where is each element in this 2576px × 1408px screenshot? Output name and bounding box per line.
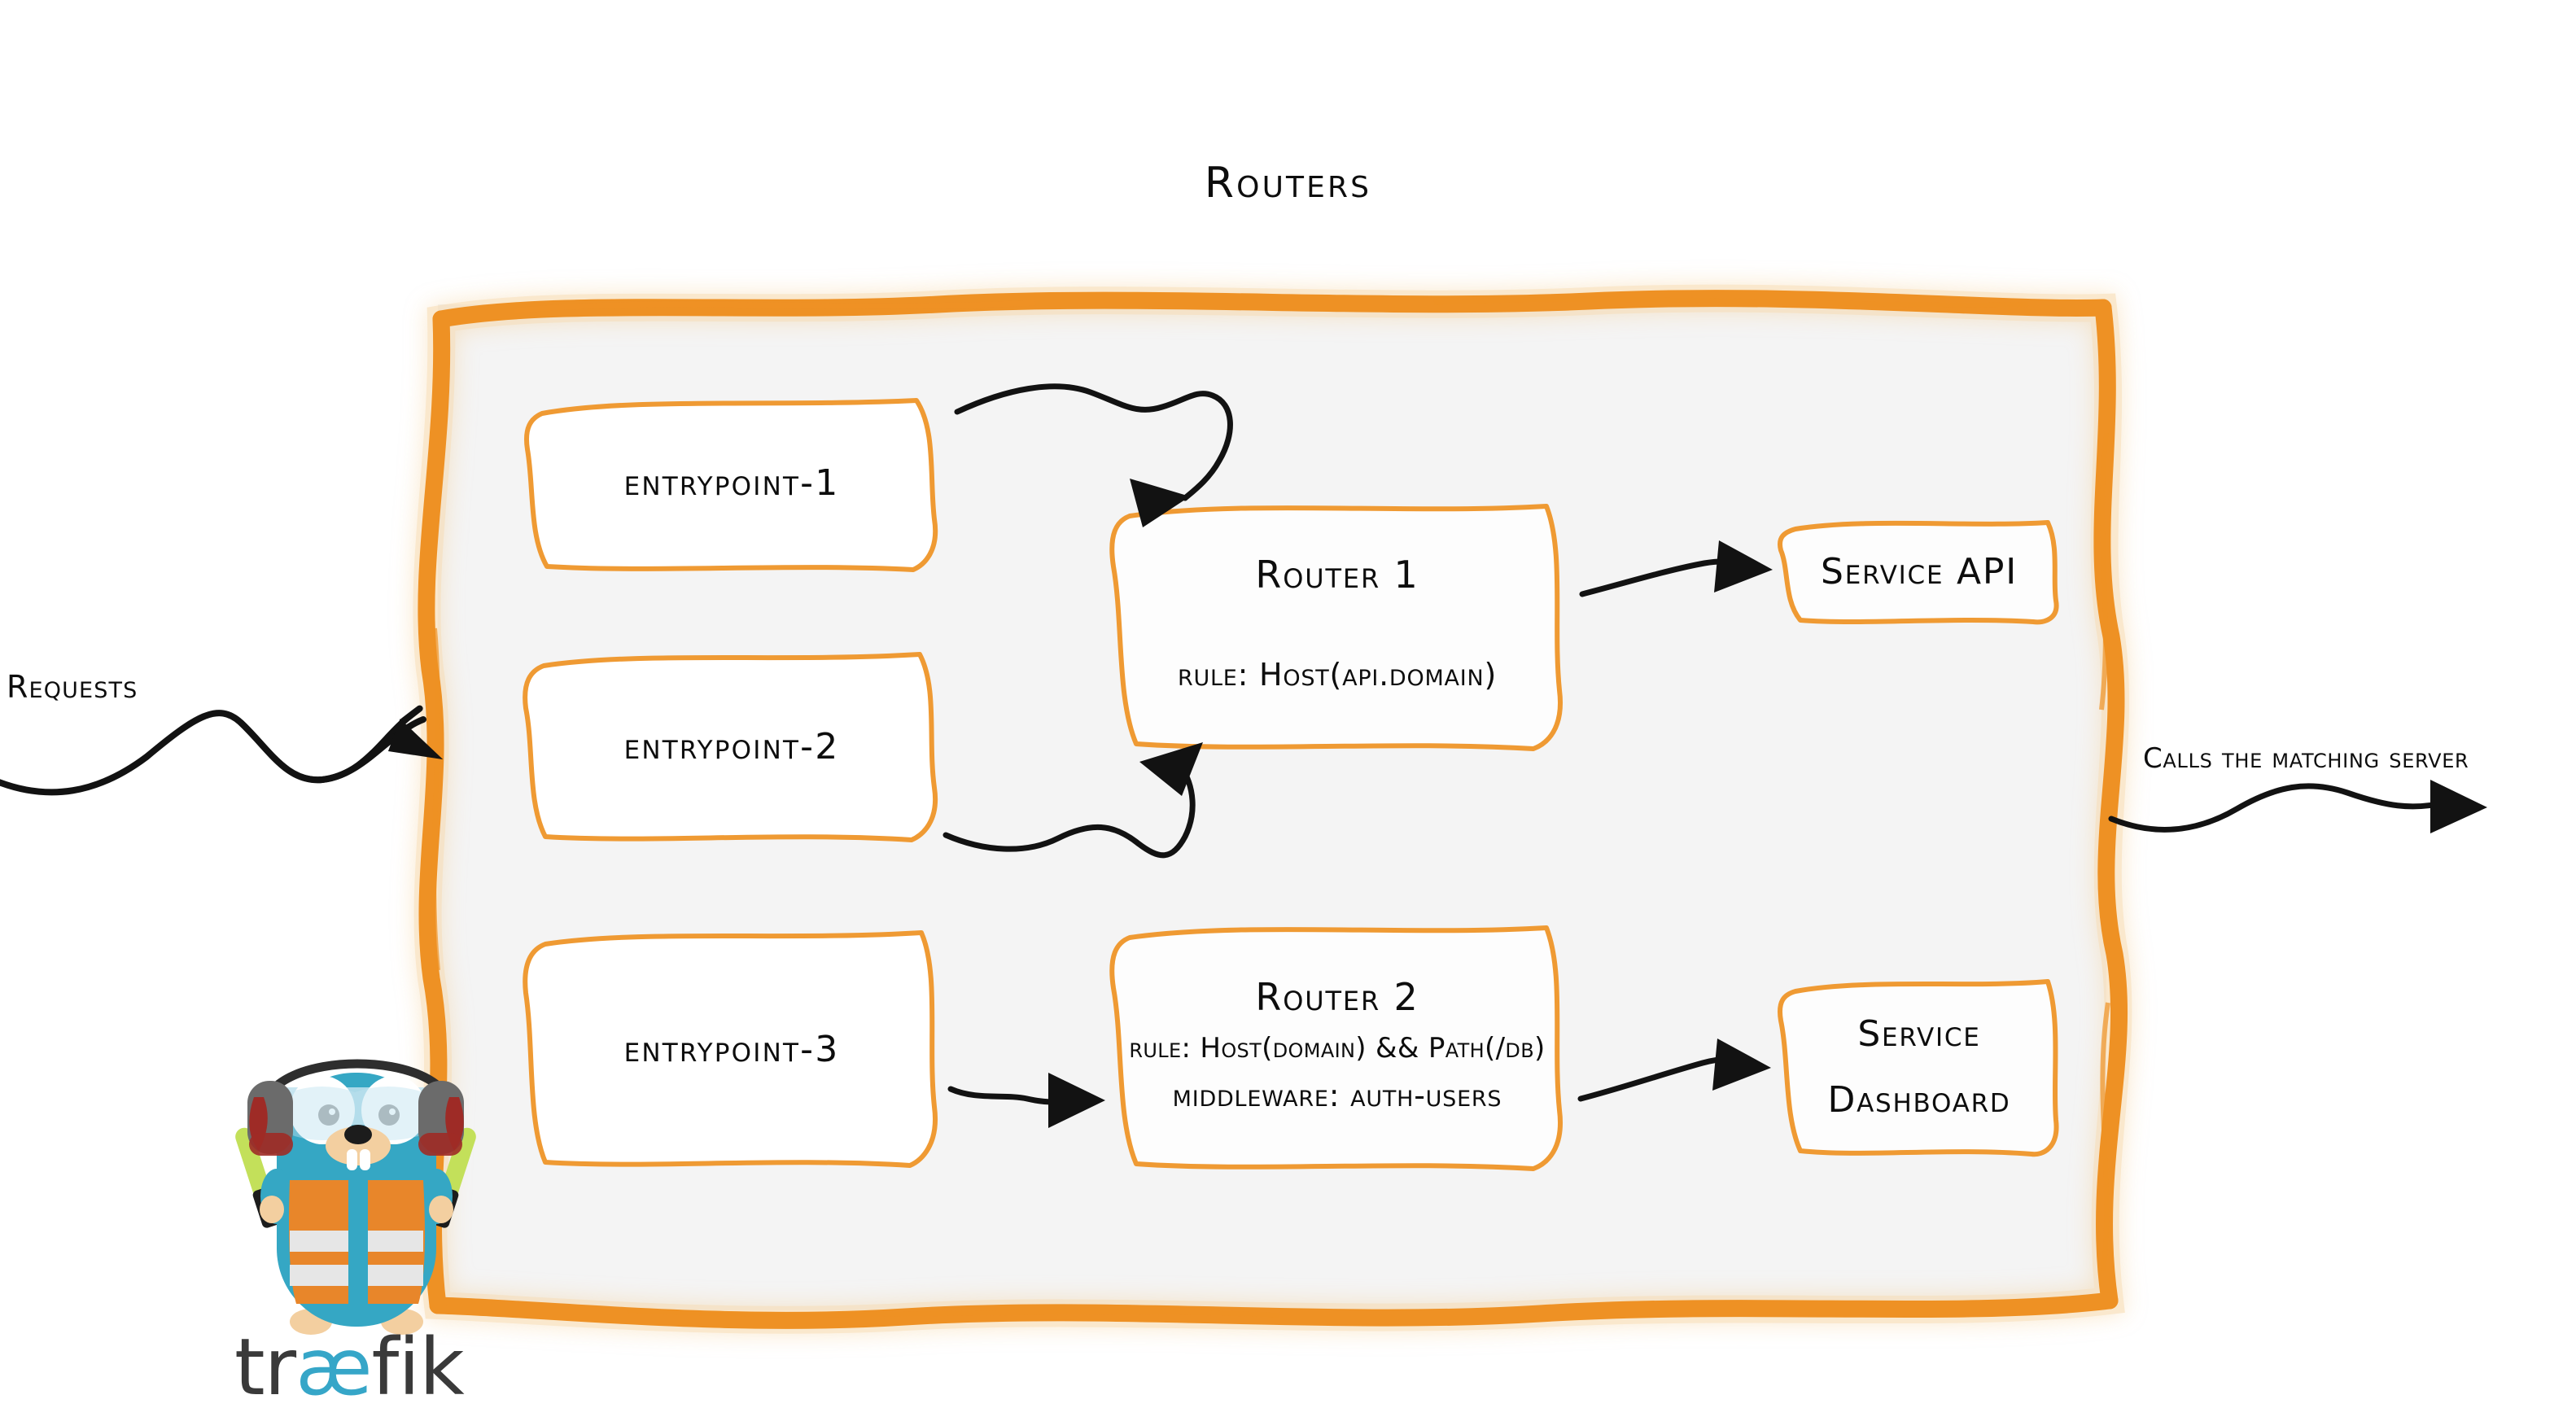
- requests-caption: Requests: [7, 669, 138, 705]
- entrypoint-box-1-outline: [524, 398, 938, 572]
- entrypoint-box-1[interactable]: entrypoint-1: [510, 389, 954, 576]
- vest-stripe-1l: [290, 1231, 348, 1252]
- router-box-2-outline: [1109, 925, 1563, 1171]
- wordmark-pre: tr: [234, 1322, 296, 1408]
- router-box-1-outline: [1109, 504, 1563, 751]
- calls-caption: Calls the matching server: [2143, 742, 2469, 775]
- traefik-wordmark: træfik: [234, 1328, 465, 1406]
- service-label-dashboard-line2: Dashboard: [1827, 1079, 2011, 1121]
- service-label-dashboard-line1: Service: [1857, 1013, 1981, 1055]
- entrypoint-box-2[interactable]: entrypoint-2: [510, 645, 954, 848]
- vest-stripe-2r: [368, 1265, 423, 1286]
- entrypoint-box-3-outline: [523, 930, 938, 1168]
- router-box-2[interactable]: Router 2 rule: Host(domain) && Path(/db)…: [1097, 918, 1577, 1175]
- router-title-2: Router 2: [1255, 975, 1419, 1019]
- service-box-api[interactable]: Service API: [1768, 516, 2071, 627]
- arrow-calls-head: [2430, 780, 2487, 833]
- entrypoint-label-2: entrypoint-2: [623, 725, 840, 767]
- arrow-requests-path: [0, 705, 423, 796]
- wordmark-ae-ligature: æ: [295, 1322, 372, 1408]
- traefik-gopher-logo: [226, 1035, 487, 1408]
- router-rule-2: rule: Host(domain) && Path(/db): [1129, 1032, 1546, 1065]
- wordmark-post: fik: [371, 1322, 465, 1408]
- arrow-calls-path: [2108, 783, 2450, 833]
- gopher-snout: [326, 1126, 391, 1165]
- gopher-illustration: [235, 1059, 476, 1335]
- router-title-1: Router 1: [1255, 553, 1419, 597]
- router-middleware-2: middleware: auth-users: [1172, 1078, 1502, 1113]
- vest-stripe-2l: [290, 1265, 348, 1286]
- arrow-requests-path-b: [238, 716, 426, 784]
- gopher-tooth-right: [360, 1149, 370, 1170]
- service-box-api-outline: [1778, 520, 2059, 625]
- entrypoint-label-1: entrypoint-1: [623, 461, 840, 504]
- service-label-api: Service API: [1821, 550, 2018, 592]
- page-title: Routers: [1204, 159, 1372, 208]
- gopher-hand-right: [429, 1196, 453, 1223]
- router-rule-1: rule: Host(api.domain): [1177, 657, 1498, 693]
- goggles: [290, 1087, 423, 1140]
- router-box-1[interactable]: Router 1 rule: Host(api.domain): [1097, 495, 1577, 755]
- gopher-nose: [344, 1125, 372, 1144]
- gopher-tooth-left: [347, 1149, 357, 1170]
- gopher-hand-left: [260, 1196, 284, 1223]
- entrypoint-box-3[interactable]: entrypoint-3: [510, 925, 954, 1174]
- service-box-dashboard[interactable]: Service Dashboard: [1768, 973, 2071, 1161]
- vest-stripe-1r: [368, 1231, 423, 1252]
- entrypoint-label-3: entrypoint-3: [623, 1028, 840, 1070]
- service-box-dashboard-outline: [1778, 979, 2059, 1157]
- entrypoint-box-2-outline: [523, 652, 938, 842]
